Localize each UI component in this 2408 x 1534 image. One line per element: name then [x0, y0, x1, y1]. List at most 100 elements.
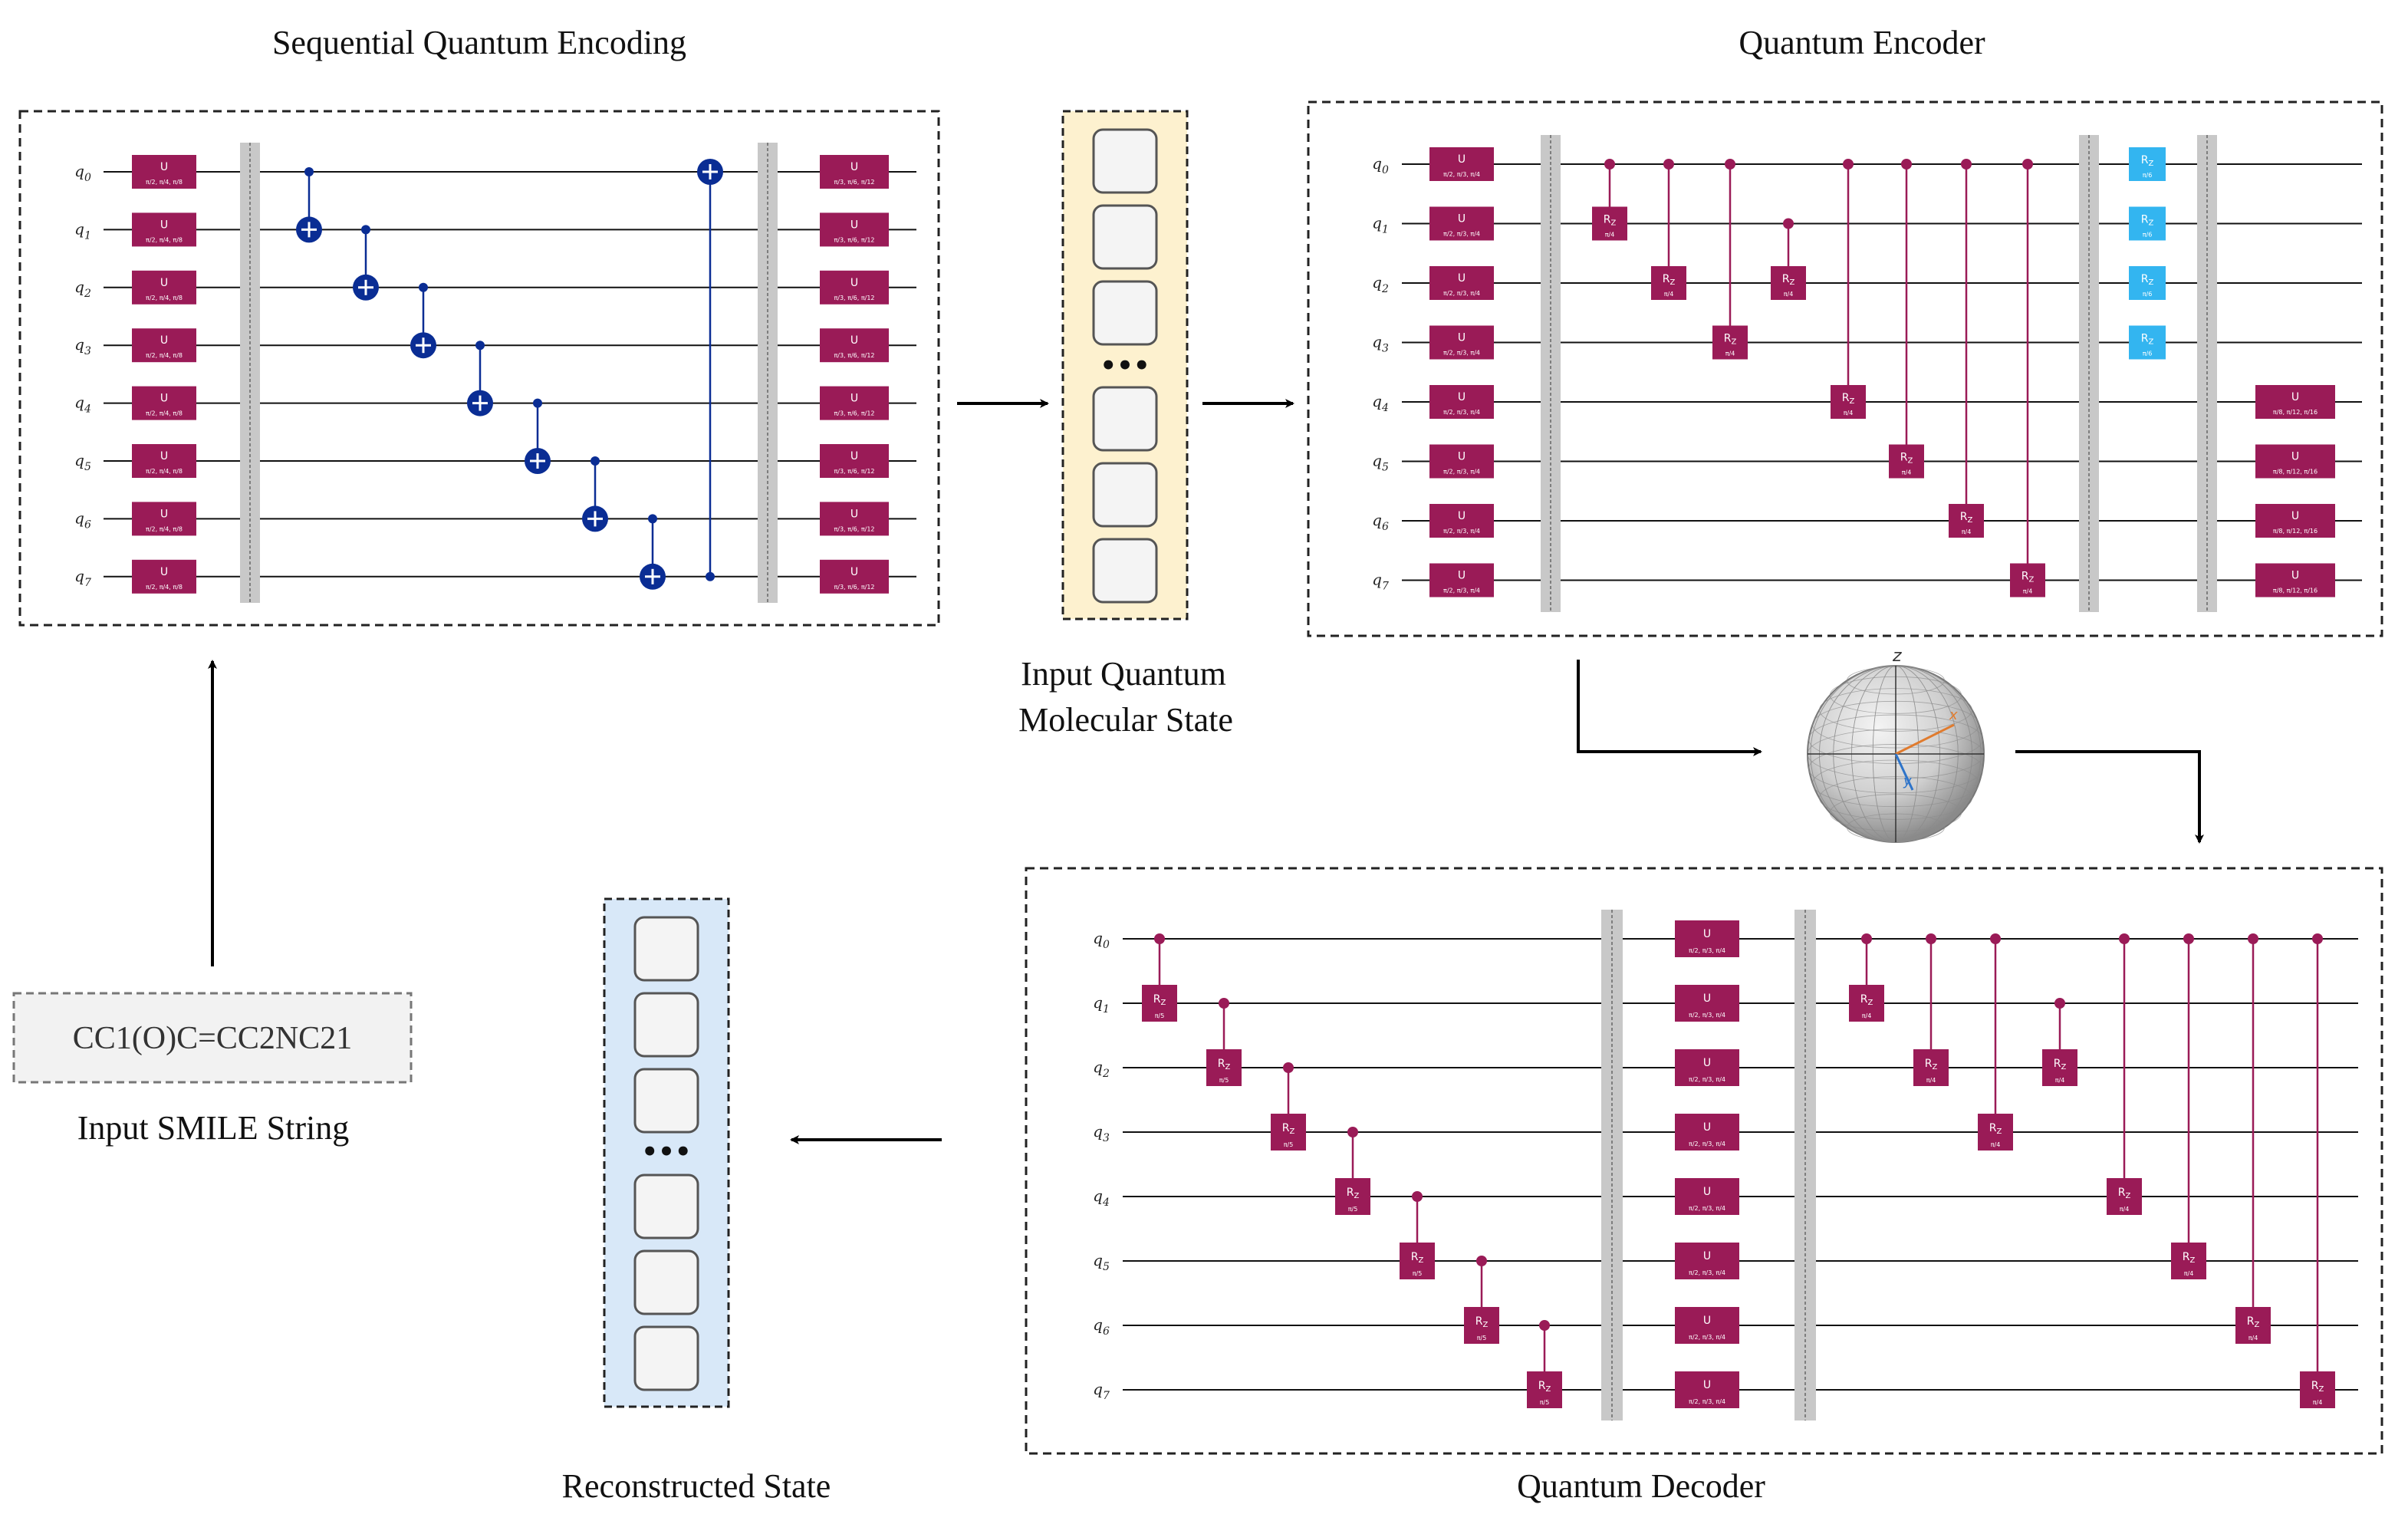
reconstructed-state-title: Reconstructed State [562, 1467, 831, 1505]
u-gate-label: U [1703, 1186, 1711, 1198]
u-gate [1429, 504, 1494, 538]
crz-control-dot [1219, 998, 1229, 1009]
u-gate [820, 386, 889, 420]
rz-gate [1978, 1114, 2013, 1150]
cnot-control-dot [590, 456, 600, 466]
rz-gate-param: π/6 [2143, 351, 2153, 357]
crz-control-dot [1725, 159, 1735, 170]
cnot-control-dot [533, 398, 542, 408]
u-gate-label: U [850, 508, 858, 520]
rz-gate [2235, 1307, 2271, 1344]
u-gate [1429, 325, 1494, 360]
u-gate [132, 328, 196, 363]
bloch-sphere: z x y [1807, 647, 1985, 843]
u-gate-label: U [1458, 451, 1466, 463]
rz-gate-param: π/5 [1219, 1077, 1229, 1084]
rz-gate [1400, 1243, 1435, 1279]
u-gate-label: U [2291, 510, 2299, 522]
crz-control-dot [1901, 159, 1912, 170]
rz-gate-param: π/4 [1784, 291, 1794, 298]
u-gate [820, 328, 889, 363]
u-gate-param: π/3, π/6, π/12 [834, 410, 874, 417]
rz-gate-param: π/4 [1902, 469, 1912, 476]
u-gate-param: π/2, π/3, π/4 [1443, 528, 1480, 535]
rz-gate [2010, 563, 2045, 597]
u-gate-label: U [850, 219, 858, 231]
rz-gate [2129, 147, 2166, 181]
u-gate-label: U [160, 334, 168, 347]
u-gate-label: U [1703, 1315, 1711, 1327]
u-gate-label: U [1458, 510, 1466, 522]
u-gate-label: U [160, 450, 168, 463]
crz-control-dot [1783, 218, 1794, 229]
state-cell [1092, 386, 1158, 452]
state-cell [1092, 204, 1158, 270]
rz-gate-param: π/4 [1962, 528, 1972, 535]
u-gate [2255, 504, 2335, 538]
quantum-decoder-title: Quantum Decoder [1517, 1467, 1765, 1505]
state-cell [1092, 538, 1158, 604]
rz-gate-param: π/5 [1284, 1141, 1294, 1148]
rz-gate-param: π/5 [1348, 1206, 1358, 1213]
cnot-control-dot [419, 282, 428, 292]
u-gate-param: π/2, π/3, π/4 [1689, 1398, 1725, 1405]
rz-gate-param: π/6 [2143, 172, 2153, 179]
cnot-control-dot [706, 571, 715, 581]
u-gate [1675, 1307, 1739, 1344]
u-gate [1429, 266, 1494, 300]
u-gate-label: U [1458, 570, 1466, 582]
state-cell [1092, 128, 1158, 194]
crz-control-dot [1990, 933, 2001, 944]
u-gate-label: U [2291, 570, 2299, 582]
rz-gate [2107, 1178, 2142, 1215]
u-gate-label: U [850, 393, 858, 405]
u-gate-label: U [160, 277, 168, 289]
u-gate-param: π/8, π/12, π/16 [2273, 528, 2318, 535]
rz-gate-param: π/4 [1844, 410, 1854, 416]
input-state-vector [1061, 110, 1189, 621]
u-gate-param: π/2, π/3, π/4 [1689, 1141, 1725, 1147]
u-gate-param: π/2, π/4, π/8 [146, 468, 183, 475]
u-gate-param: π/2, π/3, π/4 [1443, 469, 1480, 476]
rz-gate [1913, 1049, 1949, 1086]
u-gate-param: π/8, π/12, π/16 [2273, 409, 2318, 416]
rz-gate-param: π/4 [1926, 1077, 1936, 1084]
state-cell [633, 1174, 699, 1239]
u-gate-label: U [1703, 992, 1711, 1005]
input-state-ellipsis: ••• [1100, 351, 1150, 381]
u-gate-param: π/2, π/4, π/8 [146, 295, 183, 301]
rz-gate [1889, 444, 1924, 479]
crz-control-dot [1604, 159, 1615, 170]
crz-control-dot [1412, 1191, 1423, 1202]
cnot-control-dot [648, 514, 657, 524]
u-gate [1675, 1243, 1739, 1279]
u-gate-label: U [160, 566, 168, 578]
rz-gate-param: π/5 [1155, 1012, 1165, 1019]
crz-control-dot [1861, 933, 1872, 944]
arrow-latent-to-decoder [2015, 750, 2204, 844]
u-gate-param: π/2, π/3, π/4 [1443, 350, 1480, 357]
u-gate-label: U [850, 450, 858, 463]
rz-gate-param: π/4 [1605, 232, 1615, 239]
crz-control-dot [1663, 159, 1674, 170]
barrier [240, 143, 260, 603]
rz-gate [2129, 325, 2166, 360]
u-gate [820, 559, 889, 594]
u-gate-label: U [2291, 451, 2299, 463]
u-gate-label: U [1703, 1121, 1711, 1134]
rz-gate-param: π/5 [1540, 1399, 1550, 1406]
u-gate [1429, 563, 1494, 597]
rz-gate-param: π/4 [1991, 1141, 2001, 1148]
u-gate-label: U [1703, 1057, 1711, 1069]
u-gate [820, 270, 889, 304]
quantum-encoder-title: Quantum Encoder [1739, 24, 1985, 61]
rz-gate [1651, 266, 1686, 300]
u-gate-param: π/2, π/3, π/4 [1443, 171, 1480, 178]
rz-gate-param: π/5 [1413, 1270, 1423, 1277]
crz-control-dot [1154, 933, 1165, 944]
bloch-y-label: y [1903, 773, 1912, 789]
u-gate-label: U [1458, 332, 1466, 344]
state-cell [633, 1249, 699, 1315]
